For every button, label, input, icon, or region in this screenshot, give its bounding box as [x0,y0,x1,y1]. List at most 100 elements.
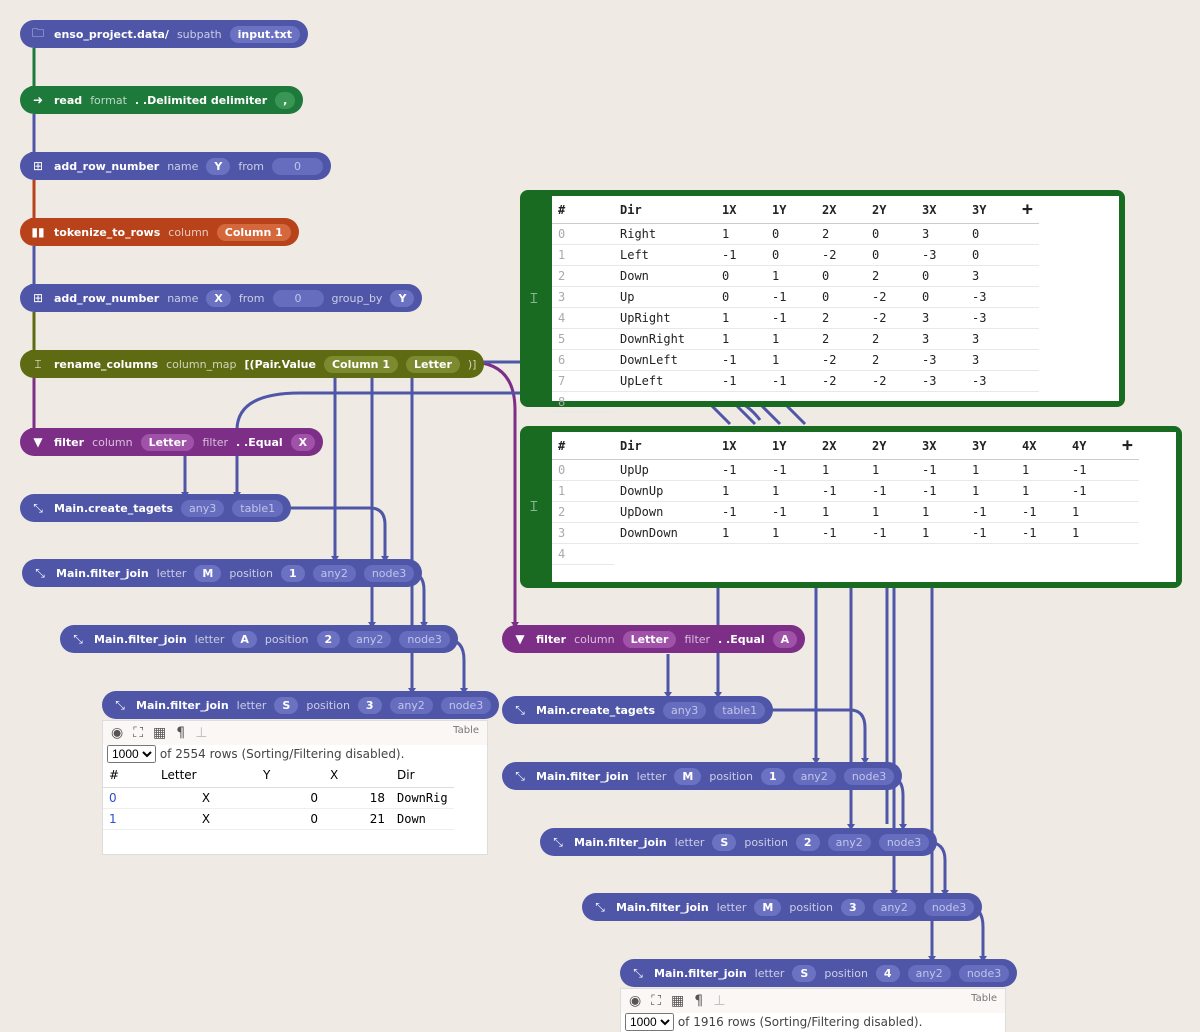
column-header[interactable]: Y [257,763,324,788]
node-add-row-number-x[interactable]: ⊞ add_row_number name X from 0 group_by … [20,284,423,312]
arg-node3[interactable]: node3 [923,898,975,916]
node-filter-a[interactable]: ▼ filter column Letter filter . .Equal A [502,625,806,653]
rows-limit-select[interactable]: 1000 [625,1013,674,1031]
name-value[interactable]: Y [206,157,231,175]
arg-node3[interactable]: node3 [363,564,415,582]
grid-column-header[interactable]: 4Y [1066,432,1116,460]
node-read[interactable]: ➜ read format . .Delimited delimiter , [20,86,304,114]
node-filter-x[interactable]: ▼ filter column Letter filter . .Equal X [20,428,324,456]
arg-any2[interactable]: any2 [872,898,916,916]
add-column-icon[interactable]: + [1116,432,1139,460]
letter-value[interactable]: M [674,767,702,785]
grid-column-header[interactable]: Dir [614,432,716,460]
arg-any2[interactable]: any2 [792,767,836,785]
grid-column-header[interactable]: 3Y [966,432,1016,460]
letter-value[interactable]: M [754,898,782,916]
arg-any2[interactable]: any2 [907,964,951,982]
grid-column-header[interactable]: 3Y [966,196,1016,224]
grid-column-header[interactable]: 2Y [866,432,916,460]
new-column-value[interactable]: Letter [406,355,460,373]
node-filter-join-s4[interactable]: ⤡ Main.filter_join letter S position 4 a… [620,959,1018,987]
grid-icon[interactable]: ▦ [153,725,167,741]
arg-table1[interactable]: table1 [232,499,284,517]
node-filter-join-s2[interactable]: ⤡ Main.filter_join letter S position 2 a… [540,828,938,856]
arg-any2[interactable]: any2 [312,564,356,582]
arg-node3[interactable]: node3 [843,767,895,785]
equal-value[interactable]: X [290,433,316,451]
letter-value[interactable]: M [194,564,222,582]
filter-value[interactable]: . .Equal [236,435,283,449]
node-rename-columns[interactable]: ⌶ rename_columns column_map [(Pair.Value… [20,350,485,378]
arg-node3[interactable]: node3 [878,833,930,851]
arg-any3[interactable]: any3 [181,499,225,517]
column-header[interactable]: X [324,763,391,788]
grid-column-header[interactable]: 3X [916,196,966,224]
grid-column-header[interactable]: 1X [716,432,766,460]
position-value[interactable]: 3 [357,696,382,714]
node-filter-join-a2[interactable]: ⤡ Main.filter_join letter A position 2 a… [60,625,458,653]
rows-limit-select[interactable]: 1000 [107,745,156,763]
filter-value[interactable]: . .Equal [718,632,765,646]
grid-column-header[interactable]: 3X [916,432,966,460]
grid-column-header[interactable]: 1X [716,196,766,224]
add-column-icon[interactable]: + [1016,196,1039,224]
arg-any2[interactable]: any2 [348,630,392,648]
grid-column-header[interactable]: 1Y [766,196,816,224]
drag-handle-icon[interactable]: ⌶ [530,499,538,515]
fullscreen-icon[interactable]: ⛶ [651,993,662,1009]
drag-handle-icon[interactable]: ⌶ [530,291,538,306]
grid-column-header[interactable]: 1Y [766,432,816,460]
column-header[interactable]: # [103,763,155,788]
arg-node3[interactable]: node3 [958,964,1010,982]
add-column-icon[interactable]: ⊥ [195,725,208,741]
table-visualization[interactable]: ◉ ⛶ ▦ ¶ ⊥ Table 1000 of 2554 rows (Sorti… [102,720,488,855]
position-value[interactable]: 4 [875,964,900,982]
arg-any2[interactable]: any2 [827,833,871,851]
group-by-value[interactable]: Y [390,289,415,307]
fullscreen-icon[interactable]: ⛶ [133,725,144,741]
arg-any2[interactable]: any2 [389,696,433,714]
table-visualization-2[interactable]: ◉ ⛶ ▦ ¶ ⊥ Table 1000 of 1916 rows (Sorti… [620,988,1006,1032]
node-create-tagets-2[interactable]: ⤡ Main.create_tagets any3 table1 [502,696,774,724]
grid-new-row[interactable]: 4 [552,543,1139,565]
grid-column-header[interactable]: 4X [1016,432,1066,460]
grid-column-header[interactable]: 2X [816,432,866,460]
position-value[interactable]: 2 [795,833,820,851]
column-value[interactable]: Letter [140,433,195,451]
grid-column-header[interactable]: Dir [614,196,716,224]
arg-any3[interactable]: any3 [663,701,707,719]
grid-new-row[interactable]: 8 [552,391,1039,413]
arg-table1[interactable]: table1 [714,701,766,719]
from-value[interactable]: 0 [271,157,323,175]
node-filter-join-m1[interactable]: ⤡ Main.filter_join letter M position 1 a… [22,559,423,587]
grid-column-header[interactable]: # [552,196,614,224]
arg-node3[interactable]: node3 [440,696,492,714]
letter-value[interactable]: A [232,630,257,648]
letter-value[interactable]: S [712,833,737,851]
row-link[interactable]: 0 [109,791,117,805]
column-value[interactable]: Column 1 [216,223,291,241]
equal-value[interactable]: A [772,630,798,648]
position-value[interactable]: 3 [840,898,865,916]
delimiter-value[interactable]: , [275,91,296,109]
node-filter-join-s3[interactable]: ⤡ Main.filter_join letter S position 3 a… [102,691,500,719]
eye-icon[interactable]: ◉ [111,725,124,741]
grid-column-header[interactable]: # [552,432,614,460]
node-tokenize-to-rows[interactable]: ▮▮ tokenize_to_rows column Column 1 [20,218,299,246]
old-column-value[interactable]: Column 1 [323,355,398,373]
grid-column-header[interactable]: 2X [816,196,866,224]
arg-node3[interactable]: node3 [399,630,450,648]
add-column-icon[interactable]: ⊥ [713,993,726,1009]
row-link[interactable]: 1 [109,812,117,826]
paragraph-icon[interactable]: ¶ [176,725,186,741]
position-value[interactable]: 1 [760,767,785,785]
column-header[interactable]: Dir [391,763,454,788]
from-value[interactable]: 0 [272,289,324,307]
eye-icon[interactable]: ◉ [629,993,642,1009]
column-value[interactable]: Letter [622,630,677,648]
node-filter-join-m3[interactable]: ⤡ Main.filter_join letter M position 3 a… [582,893,983,921]
viz-type-label[interactable]: Table [453,725,479,736]
subpath-value[interactable]: input.txt [229,25,300,43]
node-add-row-number-y[interactable]: ⊞ add_row_number name Y from 0 [20,152,331,180]
paragraph-icon[interactable]: ¶ [694,993,704,1009]
